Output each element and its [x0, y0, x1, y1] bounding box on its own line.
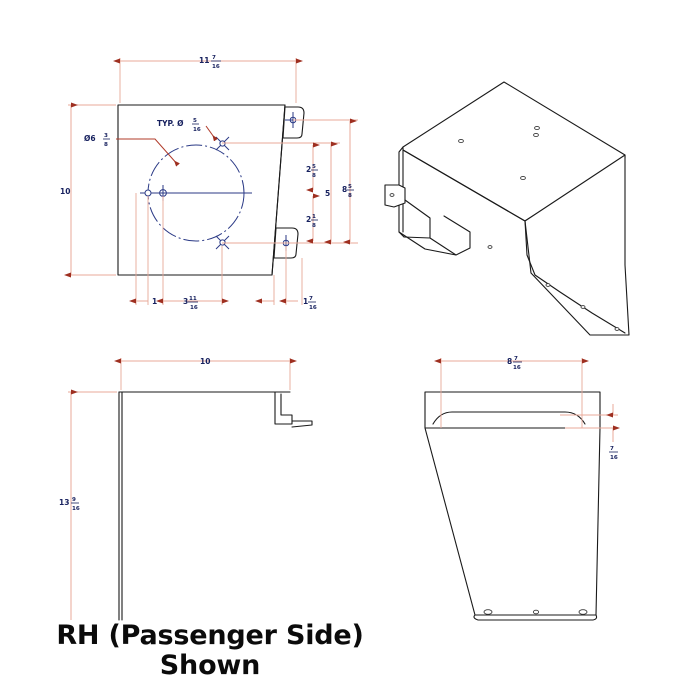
svg-text:16: 16	[309, 305, 317, 311]
svg-text:9: 9	[72, 497, 76, 503]
svg-text:8: 8	[342, 185, 347, 194]
dim-text-bottom-second: 3 11 16	[183, 296, 198, 311]
dim-overall-width: 11 7 16	[113, 55, 303, 103]
svg-text:16: 16	[610, 455, 618, 461]
svg-text:2: 2	[306, 165, 311, 174]
svg-text:8: 8	[507, 357, 512, 366]
side-return-lip	[274, 391, 293, 425]
rear-tapered-body	[424, 427, 601, 616]
svg-text:5: 5	[193, 118, 197, 124]
dim-text-bolt-circle-dia: Ø6 3 8	[84, 133, 110, 148]
isometric-view	[384, 81, 630, 336]
dim-text-side-drop: 13 9 16	[59, 497, 80, 512]
dim-text-right-upper: 2 5 8	[306, 164, 318, 179]
iso-tab-connector	[403, 236, 431, 239]
iso-wall-holes	[545, 283, 620, 331]
svg-text:3: 3	[104, 133, 108, 139]
dim-text-side-top-length: 10	[200, 357, 210, 366]
svg-text:8: 8	[312, 173, 316, 179]
dim-text-rear-width: 8 7 16	[507, 356, 522, 371]
front-view: 11 7 16 10 Ø6 3 8	[60, 55, 358, 311]
svg-text:7: 7	[309, 296, 313, 302]
svg-text:16: 16	[513, 365, 521, 371]
svg-text:8: 8	[312, 223, 316, 229]
svg-text:13: 13	[59, 498, 69, 507]
side-view: 10 13 9 16	[59, 357, 313, 621]
dim-text-bottom-first: 1	[152, 297, 157, 306]
rear-recess-contour	[432, 411, 586, 425]
rear-view: 8 7 16 7 16	[424, 356, 620, 621]
dim-rear-width: 8 7 16	[434, 356, 589, 428]
svg-text:Ø6: Ø6	[84, 134, 96, 143]
iso-lower-rail	[398, 231, 457, 256]
iso-tab-right-arm	[404, 199, 471, 256]
dim-text-rear-lip: 7 16	[609, 446, 618, 461]
svg-text:11: 11	[199, 56, 209, 65]
iso-deck-front-edge	[402, 149, 526, 222]
svg-text:8: 8	[348, 193, 352, 199]
svg-text:16: 16	[212, 64, 220, 70]
svg-text:16: 16	[190, 305, 198, 311]
dim-text-overall-width: 11 7 16	[199, 55, 221, 70]
svg-text:7: 7	[212, 55, 216, 61]
svg-text:7: 7	[514, 356, 518, 362]
page-subtitle: Shown	[159, 650, 261, 681]
svg-text:5: 5	[348, 184, 352, 190]
dim-overall-height: 10	[60, 102, 116, 278]
svg-text:7: 7	[610, 446, 614, 452]
svg-text:8: 8	[104, 142, 108, 148]
dim-rear-lip: 7 16	[560, 404, 620, 461]
dim-text-bottom-tab: 1 7 16	[303, 296, 317, 311]
dim-text-typ-hole-dia: TYP. Ø 5 16	[157, 118, 201, 133]
dim-text-right-lower: 2 1 8	[306, 214, 318, 229]
svg-text:1: 1	[312, 214, 316, 220]
svg-text:16: 16	[193, 127, 201, 133]
svg-text:TYP. Ø: TYP. Ø	[157, 119, 184, 128]
page-title: RH (Passenger Side)	[56, 620, 364, 651]
dim-text-right-total: 8 5 8	[342, 184, 354, 199]
dim-typ-hole-dia: TYP. Ø 5 16	[157, 118, 219, 142]
iso-deck-holes	[458, 125, 540, 181]
dim-text-overall-height: 10	[60, 187, 70, 196]
dim-bolt-circle-dia: Ø6 3 8	[84, 133, 180, 167]
svg-text:1: 1	[303, 297, 308, 306]
svg-text:11: 11	[189, 296, 197, 302]
rear-bottom-holes	[483, 609, 588, 615]
dim-bottom-stack: 1 3 11 16 1 7 16	[129, 193, 317, 311]
iso-tab-left	[384, 184, 406, 208]
svg-text:5: 5	[312, 164, 316, 170]
dim-right-stack: 2 5 8 2 1 8 5 8	[222, 118, 358, 245]
dim-side-drop: 13 9 16	[59, 389, 117, 620]
dim-text-right-span: 5	[325, 189, 330, 198]
rear-bottom-flange	[473, 614, 598, 621]
front-plate-outline	[117, 104, 286, 276]
svg-text:3: 3	[183, 297, 188, 306]
iso-tab-holes	[389, 193, 493, 249]
rear-top-band	[424, 391, 601, 429]
dim-side-top-length: 10	[114, 357, 297, 390]
svg-text:2: 2	[306, 215, 311, 224]
svg-text:16: 16	[72, 506, 80, 512]
side-flange-tip	[291, 420, 313, 428]
